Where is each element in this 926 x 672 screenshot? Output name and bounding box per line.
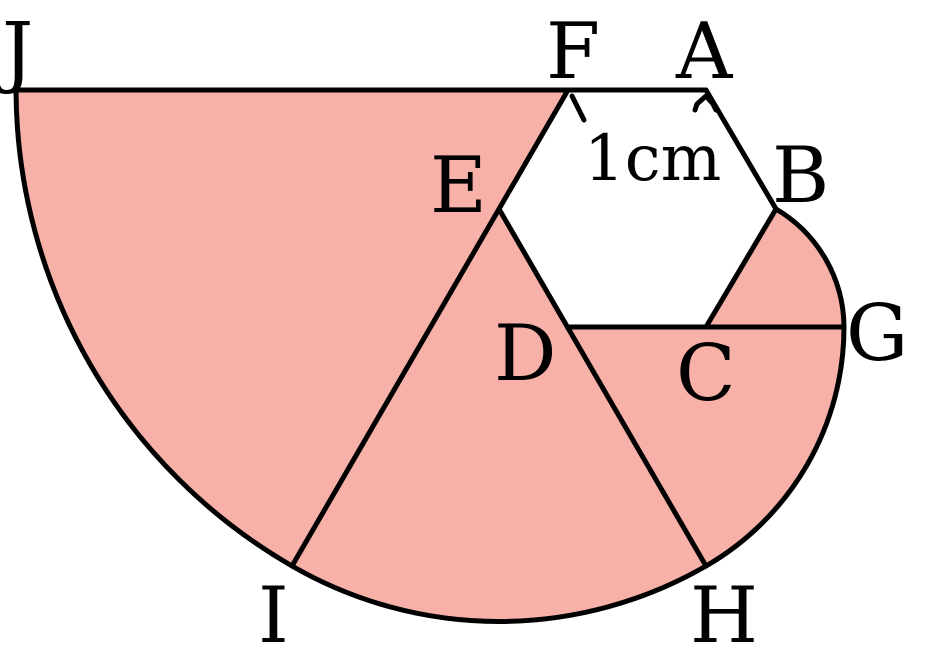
segment-f-to-i — [289, 87, 571, 569]
measure-tick-f — [569, 93, 587, 123]
label-d: D — [494, 309, 557, 399]
segment-b-to-c — [703, 206, 779, 330]
segment-e-to-h — [496, 206, 709, 569]
shaded-spiral-region — [16, 90, 844, 622]
arc-g-to-h — [703, 324, 847, 569]
label-c: C — [676, 329, 736, 419]
label-g: G — [846, 289, 908, 379]
label-j: J — [0, 7, 33, 97]
label-e: E — [430, 141, 487, 231]
arc-i-to-j — [13, 87, 295, 569]
label-b: B — [772, 131, 829, 221]
label-a: A — [675, 7, 734, 97]
label-f: F — [546, 7, 600, 97]
arc-h-to-i — [289, 563, 709, 624]
arc-b-to-g — [773, 206, 847, 330]
label-h: H — [690, 571, 758, 661]
hexagon-side-label: 1cm — [584, 122, 721, 196]
label-i: I — [258, 571, 289, 661]
measure-tick-a — [692, 93, 719, 113]
